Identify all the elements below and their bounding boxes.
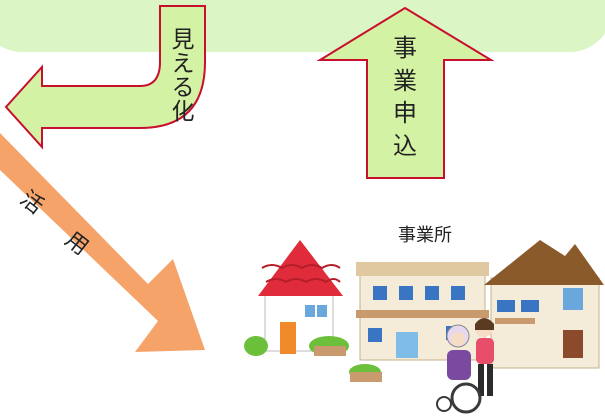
jigyou-moushikomi-char: 業 [393,66,417,95]
jigyou-moushikomi-label: 事 業 申 込 [388,32,422,163]
green-region-box [0,0,605,52]
caregiver-wheelchair-icon [436,318,494,414]
houses-illustration-icon [244,240,604,382]
katsuyou-arrow [0,133,205,352]
jigyou-moushikomi-char: 込 [393,131,417,160]
mieruka-char: 化 [171,99,195,126]
mieruka-char: え [171,51,195,78]
mieruka-label: 見 え る 化 [166,28,200,125]
mieruka-char: る [171,75,195,102]
mieruka-arrow [4,5,206,150]
mieruka-char: 見 [171,27,195,53]
jigyou-moushikomi-char: 事 [393,34,417,62]
office-label: 事業所 [398,225,452,246]
jigyou-moushikomi-char: 申 [393,99,417,128]
jigyou-moushikomi-arrow [316,6,495,179]
